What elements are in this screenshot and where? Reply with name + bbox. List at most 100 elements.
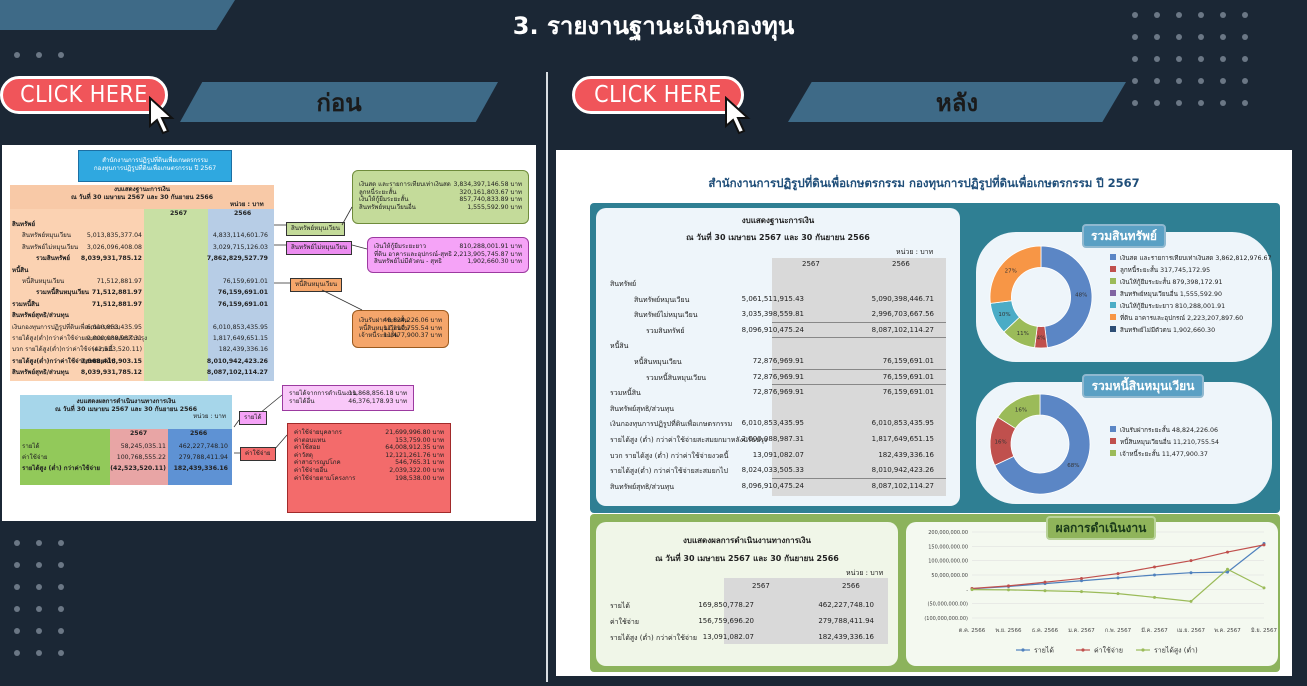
bs-row-2567: 5,013,835,377.04 xyxy=(86,232,142,240)
top-accent-bar xyxy=(0,0,235,30)
detail-key: ลูกหนี้ระยะสั้น xyxy=(359,188,397,196)
bs-row-2566: 182,439,336.16 xyxy=(218,346,268,354)
x-tick-label: ก.พ. 2567 xyxy=(1105,628,1132,634)
detail-key: สินทรัพย์หมุนเวียนอื่น xyxy=(359,203,416,211)
pl-title: งบแสดงผลการดำเนินงานทางการเงิน xyxy=(76,398,176,405)
detail-value: 810,288,001.91 บาท xyxy=(459,243,522,250)
dot xyxy=(36,562,42,568)
pl-date: ณ วันที่ 30 เมษายน 2567 และ 30 กันยายน 2… xyxy=(54,405,198,413)
series-point xyxy=(1189,571,1193,575)
bs-row-2566: 4,833,114,601.76 xyxy=(212,232,268,240)
detail-value: 11,477,900.37 บาท xyxy=(383,332,442,340)
dot xyxy=(1198,100,1204,106)
page-title: 3. รายงานฐานะเงินกองทุน xyxy=(512,12,795,40)
legend-swatch xyxy=(1110,302,1116,308)
pl-year-2567: 2567 xyxy=(130,430,148,437)
bs-row-2566: 8,087,102,114.27 xyxy=(871,325,934,334)
detail-line: ค่าวัสดุ12,121,261.76 บาท xyxy=(288,452,450,460)
detail-value: 153,759.00 บาท xyxy=(395,436,444,444)
legend-label: รายได้ xyxy=(1034,646,1054,655)
dot xyxy=(1220,56,1226,62)
legend-swatch xyxy=(1110,266,1116,272)
detail-value: 46,376,178.93 บาท xyxy=(348,397,407,405)
detail-key: ที่ดิน อาคารและอุปกรณ์-สุทธิ xyxy=(374,250,452,258)
dot xyxy=(58,540,64,546)
year-2567: 2567 xyxy=(802,260,820,268)
dot xyxy=(1220,34,1226,40)
liab-donut-chart: 68%16%16% xyxy=(989,393,1091,495)
y-tick-label: - xyxy=(966,587,968,593)
dot xyxy=(1176,12,1182,18)
detail-key: รายได้อื่น xyxy=(289,397,315,405)
row-rule xyxy=(772,477,946,479)
bs-row-2566: 2,996,703,667.56 xyxy=(871,310,934,319)
after-report-image: สำนักงานการปฏิรูปที่ดินเพื่อเกษตรกรรม กอ… xyxy=(556,150,1292,676)
dot xyxy=(58,562,64,568)
pl-row-2566: 462,227,748.10 xyxy=(818,601,874,609)
donut-slice xyxy=(1040,245,1093,349)
detail-line: รายได้อื่น 46,376,178.93 บาท xyxy=(283,398,413,406)
legend-swatch xyxy=(1110,426,1116,432)
legend-label: รายได้สูง (ต่ำ) xyxy=(1154,646,1198,655)
click-here-button-before[interactable]: CLICK HERE xyxy=(0,76,168,114)
dot xyxy=(36,606,42,612)
x-tick-label: มี.ค. 2567 xyxy=(1141,627,1168,634)
detail-key: เงินให้กู้ยืมระยะสั้น xyxy=(359,196,409,204)
bs-row-2567: 3,035,398,559.81 xyxy=(741,310,804,319)
dot xyxy=(14,628,20,634)
bs-row-2567: 6,010,853,435.95 xyxy=(86,323,142,331)
bs-row-2566: 7,862,829,527.79 xyxy=(206,255,268,263)
y-tick-label: 100,000,000.00 xyxy=(928,559,968,565)
pl-row-label: รายได้สูง (ต่ำ) กว่าค่าใช้จ่าย xyxy=(22,465,101,472)
slice-label: 11% xyxy=(1017,331,1029,337)
series-point xyxy=(1080,590,1083,594)
legend-marker xyxy=(1081,648,1085,652)
series-point xyxy=(1153,595,1156,599)
bs-row: หนี้สิน xyxy=(610,338,950,354)
year-2567: 2567 xyxy=(170,210,188,217)
click-here-button-after[interactable]: CLICK HERE xyxy=(572,76,744,114)
bs-row: สินทรัพย์สุทธิ/ส่วนทุน xyxy=(10,310,274,321)
x-tick-label: เม.ย. 2567 xyxy=(1177,628,1205,634)
bs-row-2567: 72,876,969.91 xyxy=(752,356,804,365)
dot xyxy=(1176,56,1182,62)
donut-slice xyxy=(997,393,1041,430)
detail-value: 12,121,261.76 บาท xyxy=(385,451,444,459)
pl-row-2566: 182,439,336.16 xyxy=(173,465,228,472)
legend-label: หนี้สินหมุนเวียนอื่น 11,210,755.54 xyxy=(1120,439,1220,446)
x-tick-label: มิ.ย. 2567 xyxy=(1251,627,1278,634)
series-point xyxy=(1189,599,1193,603)
series-point xyxy=(1226,567,1229,571)
bs-row: หนี้สิน xyxy=(10,265,274,276)
bs-row-2566: 76,159,691.01 xyxy=(882,356,934,365)
x-tick-label: ม.ค. 2567 xyxy=(1068,628,1095,634)
detail-key: ค่าตอบแทน xyxy=(294,436,326,444)
dot xyxy=(1154,56,1160,62)
section-label-after: หลัง xyxy=(788,82,1126,122)
bs-header-band: งบแสดงฐานะการเงิน ณ วันที่ 30 เมษายน 256… xyxy=(10,185,274,209)
series-point xyxy=(1043,589,1047,593)
detail-key: ค่าสาธารณูปโภค xyxy=(294,459,341,467)
bs-row-label: รวมสินทรัพย์ xyxy=(646,326,685,335)
series-point xyxy=(1116,592,1120,596)
dot xyxy=(1132,34,1138,40)
dot xyxy=(1132,56,1138,62)
org-title: สำนักงานการปฏิรูปที่ดินเพื่อเกษตรกรรม xyxy=(102,157,208,164)
bs-row-2567: 2,000,088,987.31 xyxy=(741,434,804,443)
dot xyxy=(36,52,42,58)
bs-row-label: รายได้สูง (ต่ำ) กว่าค่าใช้จ่ายสะสมยกมาหล… xyxy=(610,435,768,444)
bs-row-label: รายได้สูง(ต่ำ)กว่าค่าใช้จ่ายสะสมยกมาหลัง… xyxy=(12,334,148,342)
tag-income: รายได้ xyxy=(239,411,267,425)
y-tick-label: 200,000,000.00 xyxy=(928,530,968,536)
detail-key: ค่าใช้จ่ายอื่น xyxy=(294,466,328,474)
dot xyxy=(36,628,42,634)
